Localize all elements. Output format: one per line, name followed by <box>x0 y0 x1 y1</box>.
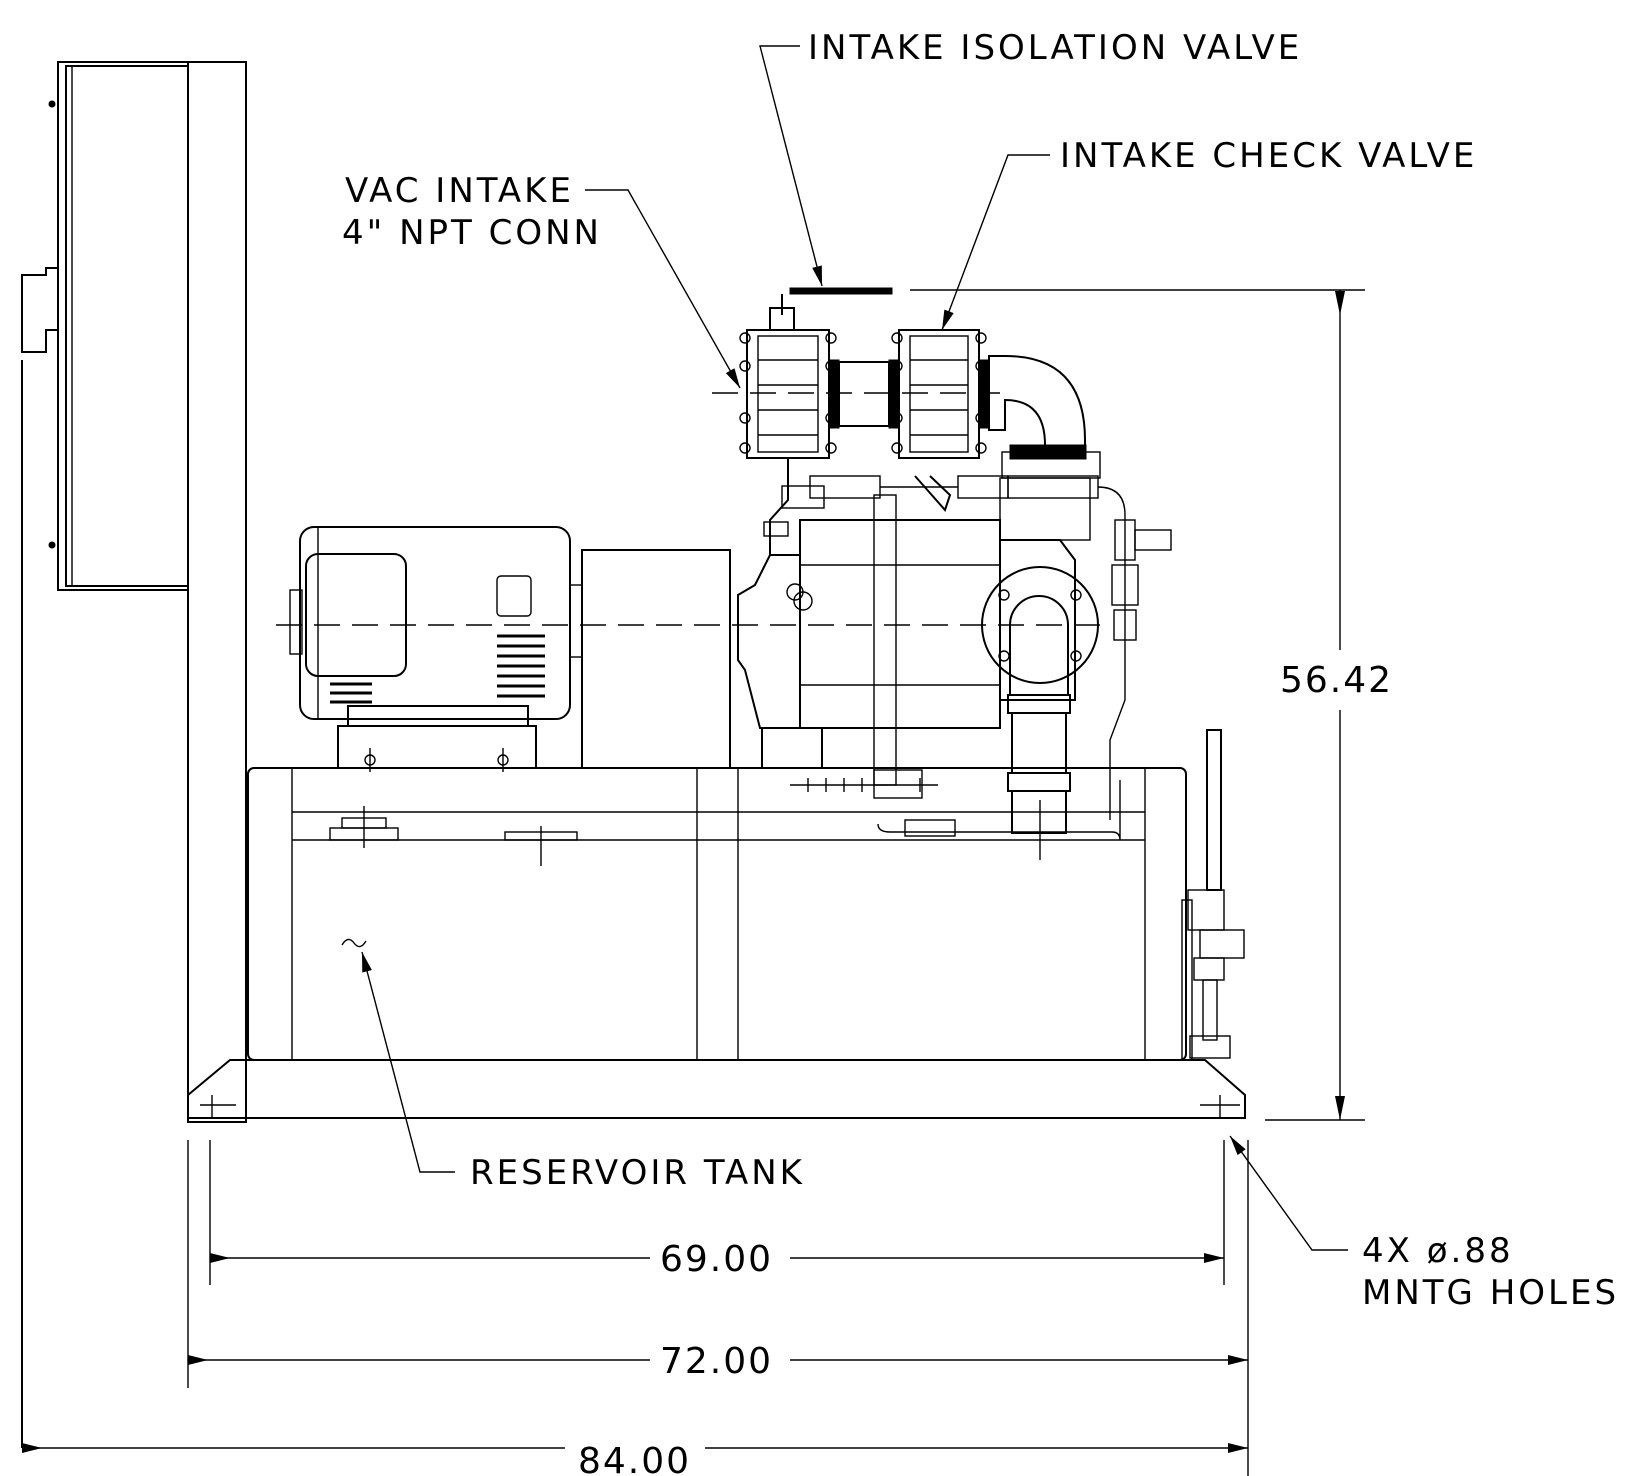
label-intake-isolation-valve: INTAKE ISOLATION VALVE <box>808 28 1302 68</box>
dimension-height: 56.42 <box>1280 660 1393 701</box>
intake-isolation-valve <box>739 329 837 459</box>
motor-vent-slots <box>330 634 545 704</box>
label-reservoir-tank: RESERVOIR TANK <box>470 1153 805 1193</box>
vacuum-pump <box>737 451 1121 860</box>
motor <box>289 526 583 772</box>
coupling-guard <box>581 549 731 769</box>
dimension-lines <box>22 289 1365 1476</box>
dimension-hole-spacing: 69.00 <box>660 1239 773 1280</box>
dimension-base-length: 72.00 <box>660 1341 773 1382</box>
label-vac-intake-line2: 4" NPT CONN <box>342 213 602 253</box>
control-panel <box>21 61 247 1448</box>
label-mounting-holes-line2: MNTG HOLES <box>1362 1273 1619 1313</box>
label-intake-check-valve: INTAKE CHECK VALVE <box>1060 136 1477 176</box>
leader-lines <box>361 45 1348 1251</box>
gauge-fittings <box>807 769 923 799</box>
label-mounting-holes-line1: 4X ø.88 <box>1362 1231 1514 1271</box>
base-skid <box>187 1059 1246 1119</box>
intake-check-valve <box>891 329 987 459</box>
intake-piping <box>739 287 1172 820</box>
label-vac-intake-line1: VAC INTAKE <box>345 171 574 211</box>
dimension-overall-length: 84.00 <box>578 1441 691 1476</box>
reservoir-tank <box>247 767 1187 1061</box>
sight-gauge <box>1181 729 1245 1061</box>
